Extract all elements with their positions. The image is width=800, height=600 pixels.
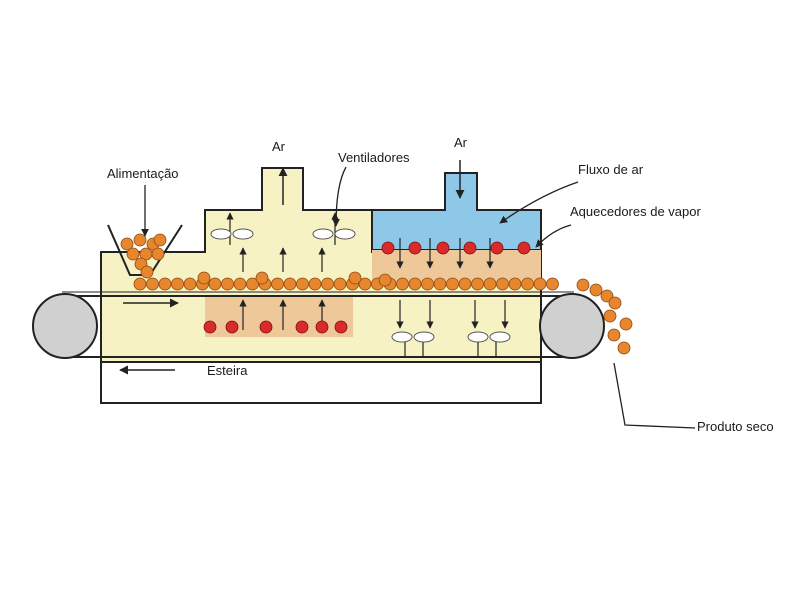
heated-zone-upper: [372, 250, 541, 282]
product-pellet: [589, 283, 603, 297]
product-pellet: [458, 277, 472, 291]
product-pellet: [358, 277, 372, 291]
downflow-arrows: [396, 238, 509, 357]
product-pellet: [483, 277, 497, 291]
heaters-label: Aquecedores de vapor: [570, 204, 701, 219]
steam-heaters-upper: [381, 241, 531, 255]
product-pellet: [271, 277, 284, 291]
product-pellets: [120, 233, 633, 355]
product-pellet: [496, 277, 509, 291]
feed-label: Alimentação: [107, 166, 179, 181]
product-pellet: [533, 277, 547, 291]
product-pellet: [433, 277, 447, 291]
product-pellet: [446, 277, 459, 291]
product-pellet: [396, 277, 409, 291]
product-pellet: [308, 277, 322, 291]
product-label: Produto seco: [697, 419, 774, 434]
product-pellet: [378, 273, 392, 287]
product-pellet: [617, 341, 631, 355]
product-pellet: [608, 296, 622, 310]
airflow-label: Fluxo de ar: [578, 162, 644, 177]
product-pellet: [133, 233, 147, 247]
air-inlet-zone: [371, 172, 542, 251]
product-pellet: [600, 289, 614, 303]
fan-icon: [312, 228, 356, 240]
product-pellet: [333, 277, 347, 291]
product-pellet: [126, 247, 140, 261]
product-pellet: [296, 277, 309, 291]
product-pellet: [233, 277, 247, 291]
fans-label: Ventiladores: [338, 150, 410, 165]
product-pellet: [521, 277, 534, 291]
airflow-leader: [499, 181, 579, 224]
product-pellet: [408, 277, 422, 291]
product-pellet: [619, 317, 633, 331]
product-pellet: [603, 309, 617, 323]
feed-hopper: [107, 224, 183, 276]
product-pellet: [146, 277, 159, 291]
steam-heaters-lower: [203, 320, 348, 334]
product-pellet: [151, 247, 165, 261]
product-pellet: [348, 271, 362, 285]
product-pellet: [197, 271, 211, 285]
product-pellet: [607, 328, 621, 342]
air-out-label: Ar: [272, 139, 286, 154]
product-pellet: [183, 277, 197, 291]
product-pellet: [171, 277, 184, 291]
product-pellet: [321, 277, 334, 291]
fans-leader: [332, 166, 347, 227]
product-pellet: [133, 277, 147, 291]
right-roller: [539, 293, 605, 359]
product-pellet: [246, 277, 259, 291]
product-pellet: [283, 277, 297, 291]
product-pellet: [140, 265, 154, 279]
product-leader: [613, 362, 696, 429]
product-pellet: [208, 277, 222, 291]
product-pellet: [158, 277, 172, 291]
product-pellet: [120, 237, 134, 251]
product-pellet: [421, 277, 434, 291]
product-pellet: [576, 278, 590, 292]
fan-icon: [467, 331, 511, 343]
air-in-label: Ar: [454, 135, 468, 150]
product-pellet: [255, 271, 269, 285]
product-pellet: [546, 277, 559, 291]
fan-icon: [210, 228, 254, 240]
product-pellet: [153, 233, 167, 247]
belt-label: Esteira: [207, 363, 248, 378]
left-roller: [32, 293, 98, 359]
heaters-leader: [535, 224, 572, 248]
product-pellet: [471, 277, 484, 291]
fan-icon: [391, 331, 435, 343]
product-pellet: [508, 277, 522, 291]
product-pellet: [221, 277, 234, 291]
